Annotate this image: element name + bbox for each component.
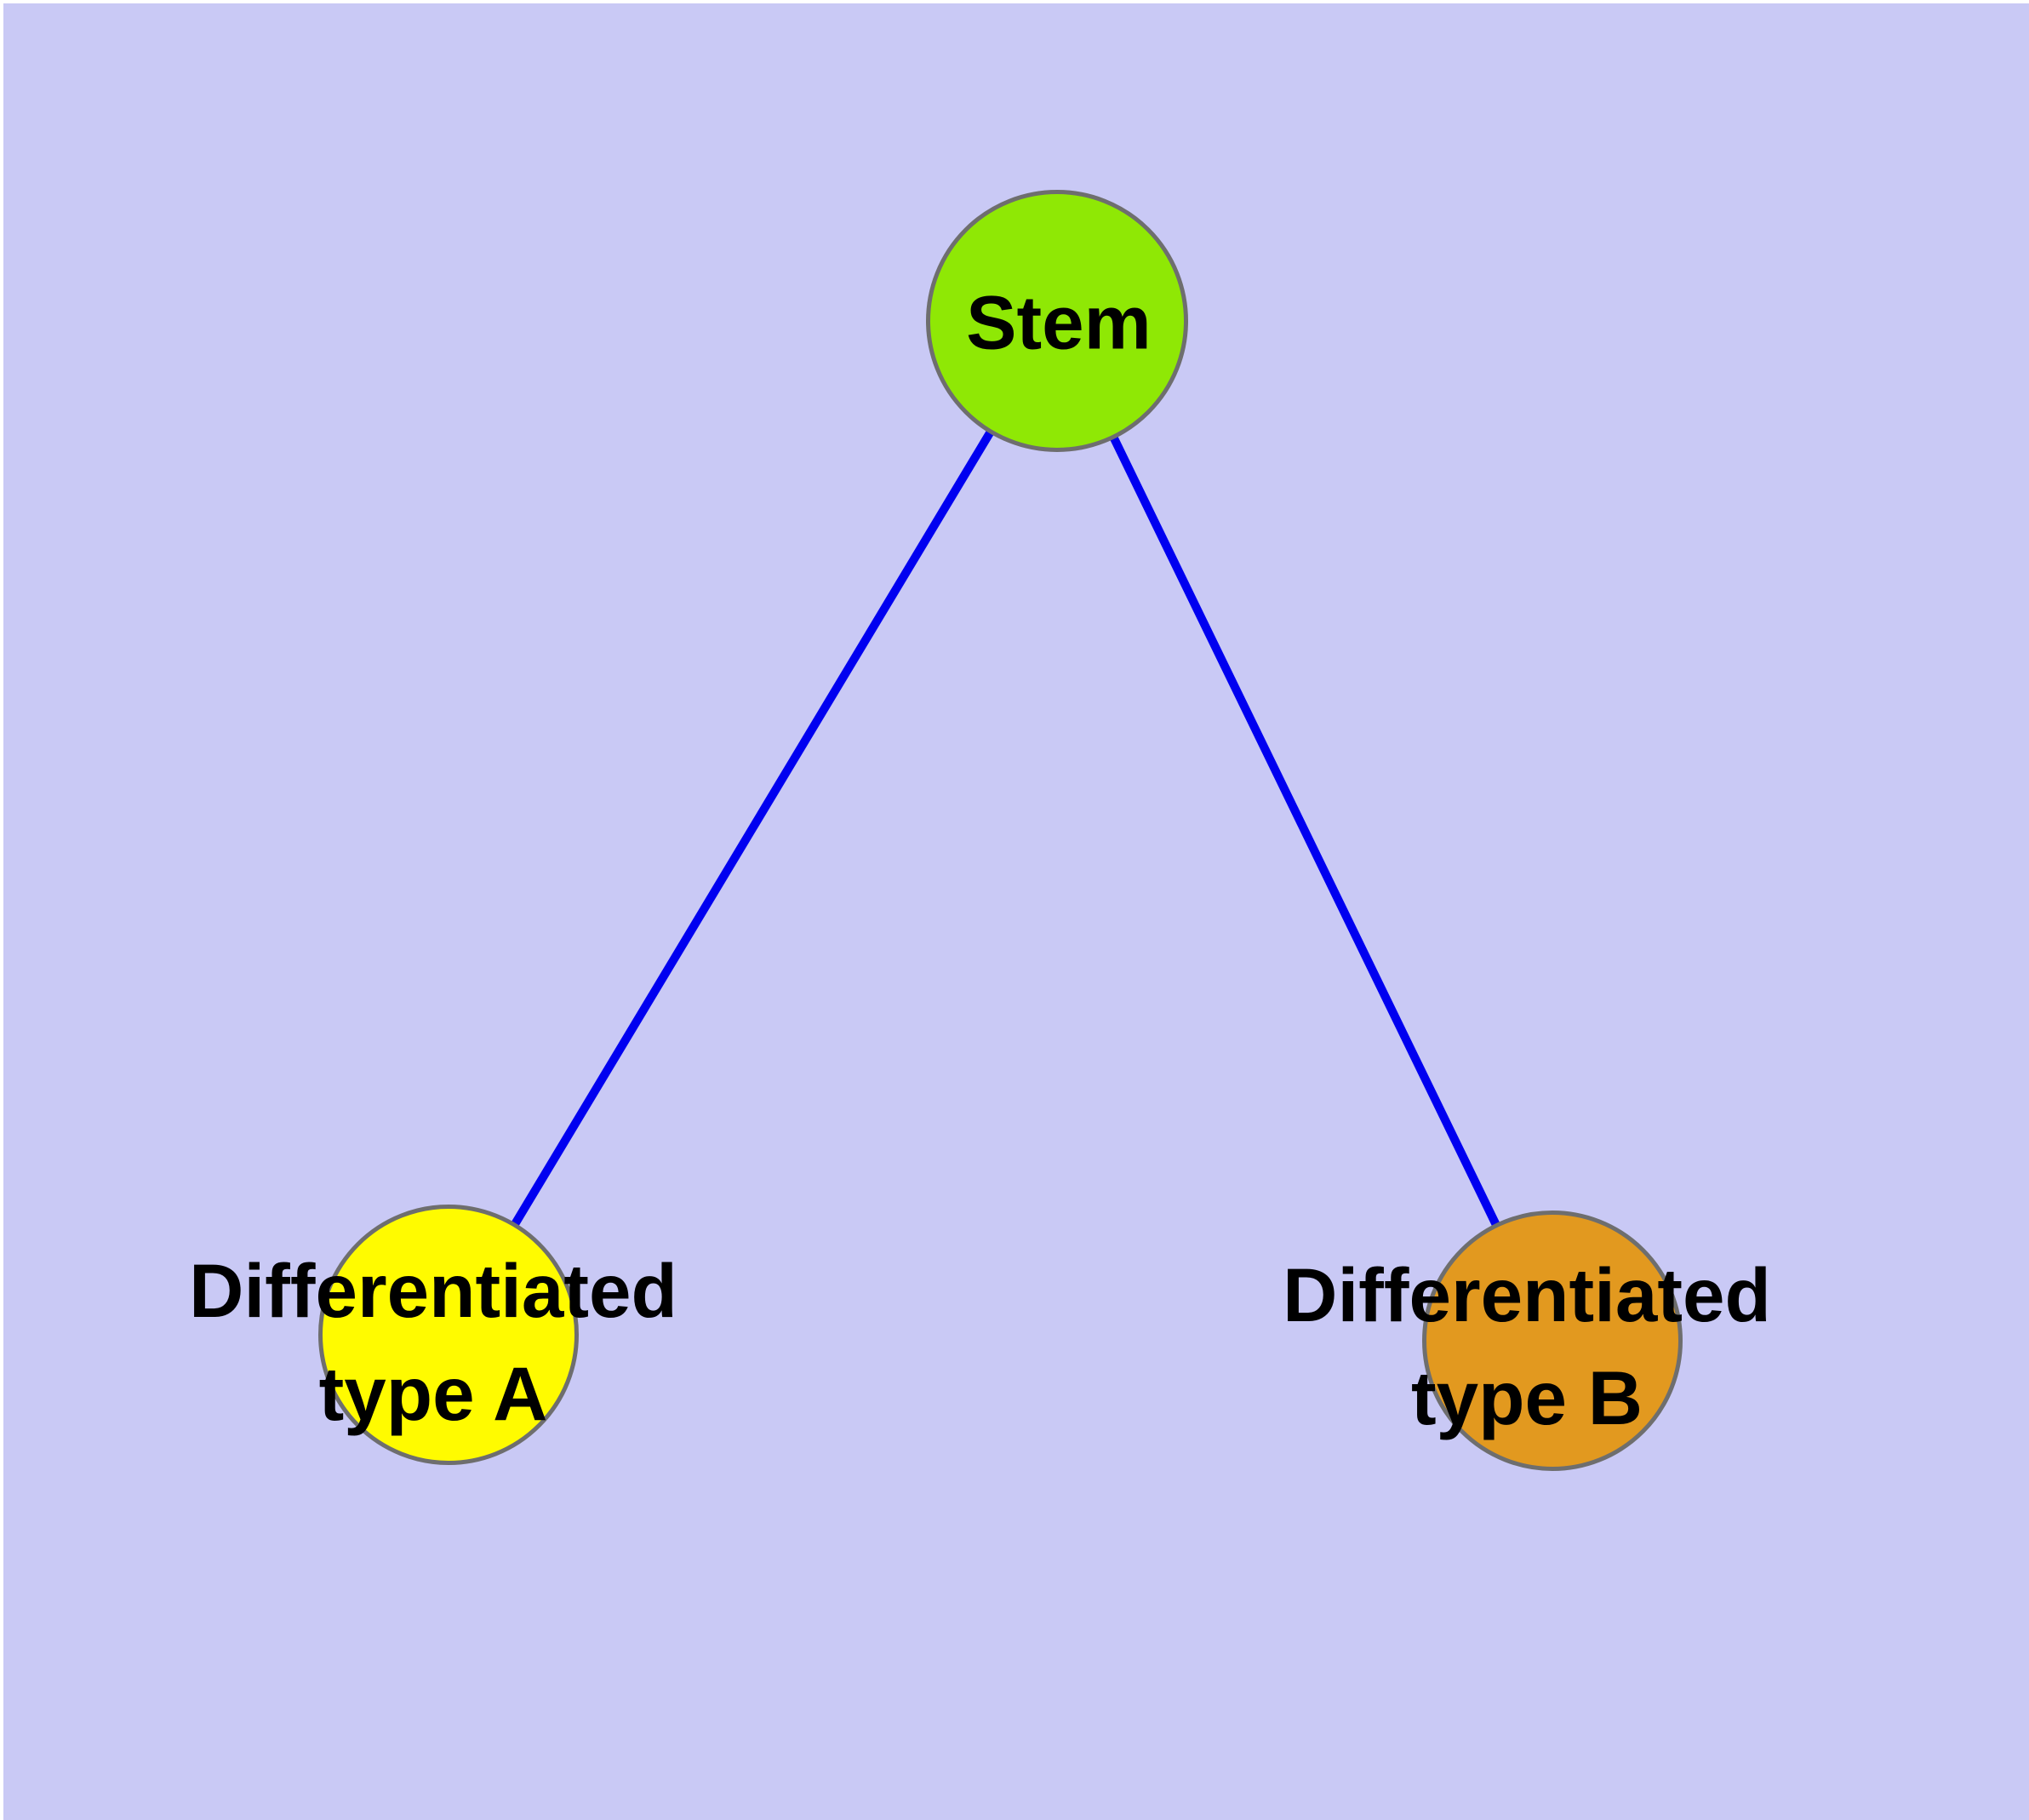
node-label-differentiated-type-b: Differentiated type B: [1283, 1251, 1771, 1440]
node-stem[interactable]: [926, 190, 1188, 452]
node-differentiated-type-b[interactable]: [1422, 1210, 1683, 1471]
node-label-stem: Stem: [966, 279, 1152, 365]
edge-stem-to-type-a: [444, 318, 1061, 1337]
node-differentiated-type-a[interactable]: [318, 1205, 579, 1465]
edge-stem-to-type-b: [1053, 318, 1557, 1343]
node-label-differentiated-type-a: Differentiated type A: [189, 1247, 677, 1436]
edges-layer: [444, 318, 1557, 1343]
